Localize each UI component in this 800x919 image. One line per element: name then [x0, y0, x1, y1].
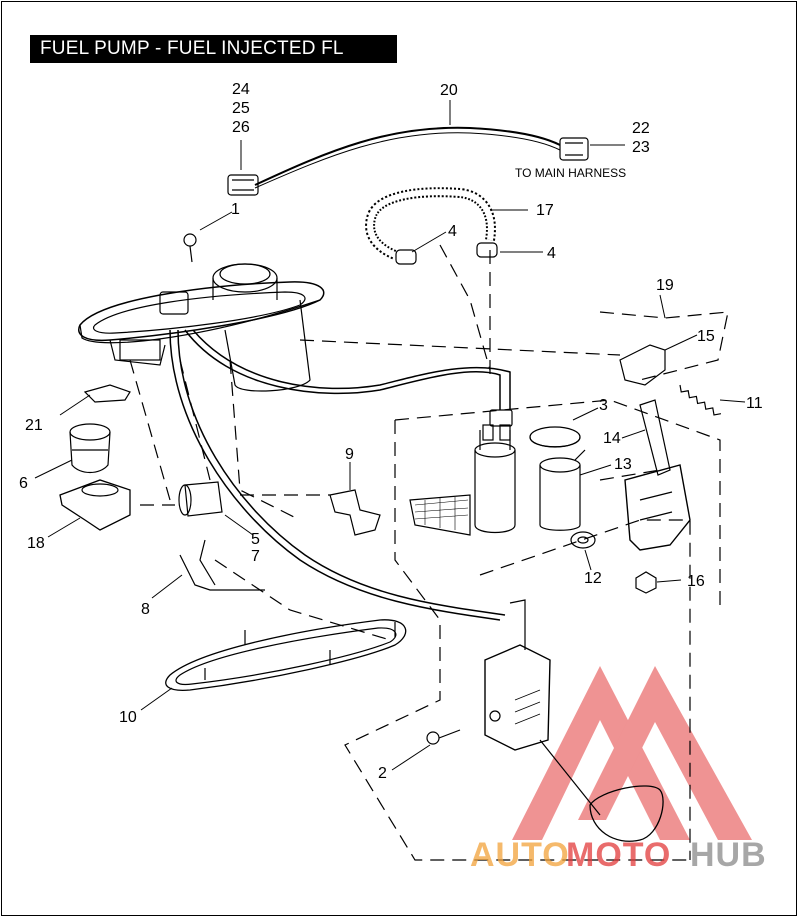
callout-5: 5 — [251, 531, 260, 548]
callout-12: 12 — [584, 570, 602, 587]
watermark-moto: MOTO — [566, 836, 671, 874]
callout-25: 25 — [232, 100, 250, 117]
hose-clamp-left — [395, 249, 417, 265]
callout-13: 13 — [614, 456, 632, 473]
watermark-text: AUTO MOTO HUB — [470, 836, 767, 874]
connector-22-23 — [559, 137, 589, 161]
callout-24: 24 — [232, 81, 250, 98]
callout-26: 26 — [232, 119, 250, 136]
callout-2: 2 — [378, 765, 387, 782]
page-title: FUEL PUMP - FUEL INJECTED FL — [30, 35, 397, 63]
spring-11 — [679, 384, 722, 416]
to-main-harness-note: TO MAIN HARNESS — [515, 166, 626, 180]
gasket-10 — [165, 619, 407, 691]
connector-24-25-26 — [227, 174, 259, 196]
callout-4-left: 4 — [448, 223, 457, 240]
callout-9: 9 — [345, 446, 354, 463]
callout-20: 20 — [440, 82, 458, 99]
callout-17: 17 — [536, 202, 554, 219]
callout-6: 6 — [19, 475, 28, 492]
hose-clamp-right — [476, 242, 498, 258]
callout-3: 3 — [599, 397, 608, 414]
callout-11: 11 — [746, 395, 763, 412]
callout-16: 16 — [687, 573, 705, 590]
watermark-auto: AUTO — [470, 836, 570, 874]
watermark-logo — [512, 666, 752, 840]
callout-23: 23 — [632, 139, 650, 156]
callout-labels: 24 25 26 20 22 23 TO MAIN HARNESS 1 17 4… — [19, 81, 763, 782]
callout-7: 7 — [251, 548, 260, 565]
callout-19: 19 — [656, 277, 674, 294]
callout-14: 14 — [603, 430, 621, 447]
watermark-hub: HUB — [690, 836, 767, 874]
callout-10: 10 — [119, 709, 137, 726]
callout-1: 1 — [231, 201, 240, 218]
assembly-guides — [129, 244, 729, 861]
callout-22: 22 — [632, 120, 650, 137]
callout-18: 18 — [27, 535, 45, 552]
callout-8: 8 — [141, 601, 150, 618]
callout-4-right: 4 — [547, 245, 556, 262]
callout-21: 21 — [25, 417, 43, 434]
callout-15: 15 — [697, 328, 715, 345]
